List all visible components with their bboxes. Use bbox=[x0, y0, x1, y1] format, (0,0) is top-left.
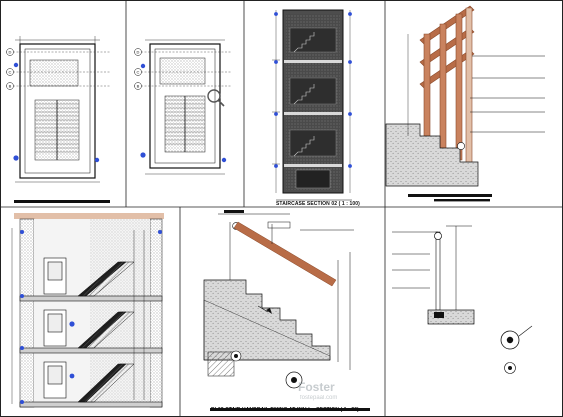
handrail-bracket-detail bbox=[392, 225, 533, 374]
multi-floor-section bbox=[11, 213, 164, 408]
watermark-sub: fostepaal.com bbox=[300, 395, 338, 401]
stair-plan-1 bbox=[6, 36, 110, 203]
staircase-section-02 bbox=[272, 9, 352, 201]
grid-labels: D C B D C B bbox=[9, 50, 140, 89]
grid-label-b1: B bbox=[9, 84, 12, 89]
grid-label-b2: B bbox=[137, 84, 140, 89]
stair-plan-2 bbox=[134, 39, 232, 175]
grid-label-c2: C bbox=[137, 70, 140, 75]
grid-label-c1: C bbox=[9, 70, 12, 75]
handrail-wall-section bbox=[203, 210, 370, 411]
staircase-section-title: STAIRCASE SECTION 02 ( 1 : 100) bbox=[276, 201, 360, 207]
handrail-section-title: RL03-STAIR HANDRAIL FIXING AT WALL - SEC… bbox=[211, 407, 359, 413]
grid-label-d2: D bbox=[137, 50, 140, 55]
handrail-3d-detail bbox=[385, 5, 545, 202]
watermark-main: Foster bbox=[298, 380, 335, 394]
grid-label-d1: D bbox=[9, 50, 12, 55]
